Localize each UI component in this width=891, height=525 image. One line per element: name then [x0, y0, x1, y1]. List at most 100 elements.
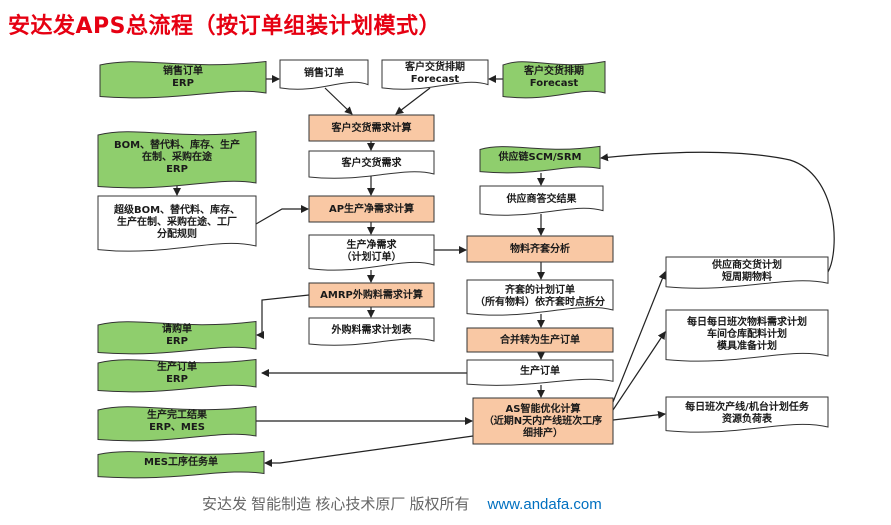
- node-shape: [472, 397, 614, 445]
- arrow-as-to-daily-plan: [612, 331, 666, 411]
- node-label: 每日每日班次物料需求计划: [687, 315, 807, 328]
- node-shape: [97, 195, 257, 252]
- node-shape: [97, 130, 257, 189]
- arrow-as-to-line-task: [612, 410, 666, 421]
- node-label: 分配规则: [157, 227, 197, 240]
- node-shape: [502, 60, 606, 99]
- node-shape: [665, 309, 829, 362]
- footer-copyright: 安达发 智能制造 核心技术原厂 版权所有: [202, 496, 470, 513]
- node-purchase-plan: 外购料需求计划表: [308, 317, 435, 346]
- node-label: 客户交货需求: [341, 156, 403, 169]
- node-label: ERP、MES: [149, 422, 205, 433]
- node-label: 客户交货需求计算: [331, 121, 412, 134]
- node-shape: [308, 150, 435, 179]
- node-kit-orders: 齐套的计划订单（所有物料）依齐套时点拆分: [466, 279, 614, 316]
- arrow-as-to-supplier-plan: [612, 271, 667, 403]
- node-shape: [466, 235, 614, 263]
- node-label: ERP: [172, 78, 194, 89]
- node-label: 客户交货排期: [404, 60, 465, 73]
- node-shape: [97, 450, 265, 479]
- node-shape: [99, 60, 267, 99]
- node-label: 合并转为生产订单: [499, 333, 580, 346]
- arrow-forecast-to-calc: [395, 87, 431, 115]
- node-shape: [466, 279, 614, 316]
- arrow-superbom-to-ap: [255, 205, 309, 225]
- node-prod-order: 生产订单: [466, 359, 614, 386]
- node-label: 生产在制、采购在途、工厂: [117, 215, 237, 228]
- node-customer-demand: 客户交货需求: [308, 150, 435, 179]
- node-shape: [665, 396, 829, 433]
- node-shape: [279, 59, 369, 90]
- node-shape: [308, 114, 435, 142]
- node-shape: [466, 359, 614, 386]
- page-title: 安达发APS总流程（按订单组装计划模式）: [8, 14, 441, 39]
- node-label: 销售订单: [163, 64, 203, 77]
- node-sales-order: 销售订单: [279, 59, 369, 90]
- node-label: 细排产）: [523, 426, 563, 439]
- node-label: ERP: [166, 374, 188, 385]
- footer: 安达发 智能制造 核心技术原厂 版权所有 www.andafa.com: [202, 493, 602, 514]
- node-supply-srm: 供应链SCM/SRM: [479, 145, 601, 174]
- node-label: AS智能优化计算: [506, 402, 581, 415]
- node-shape: [479, 185, 604, 216]
- node-merge-order: 合并转为生产订单: [466, 327, 614, 353]
- node-ap-calc: AP生产净需求计算: [308, 195, 435, 223]
- node-shape: [97, 405, 257, 442]
- node-label: 齐套的计划订单: [505, 283, 575, 296]
- node-shape: [479, 145, 601, 174]
- node-label: Forecast: [411, 74, 460, 85]
- node-label: 每日班次产线/机台计划任务: [685, 400, 810, 413]
- footer-url-link[interactable]: www.andafa.com: [487, 496, 602, 513]
- arrow-as-to-mes: [264, 435, 474, 467]
- node-label: 生产订单: [520, 364, 560, 377]
- node-shape: [381, 59, 489, 90]
- node-label: （所有物料）依齐套时点拆分: [475, 295, 605, 308]
- node-label: 车间仓库配料计划: [707, 327, 787, 340]
- node-label: 超级BOM、替代料、库存、: [113, 203, 240, 216]
- node-shape: [308, 234, 435, 271]
- node-label: MES工序任务单: [144, 455, 218, 468]
- node-label: Forecast: [530, 78, 579, 89]
- node-label: 模具准备计划: [717, 339, 777, 352]
- node-label: 供应链SCM/SRM: [498, 150, 582, 163]
- node-label: AMRP外购料需求计算: [320, 288, 423, 301]
- node-label: BOM、替代料、库存、生产: [114, 138, 240, 151]
- node-shape: [308, 317, 435, 346]
- node-label: 在制、采购在途: [142, 150, 213, 163]
- node-shape: [308, 282, 435, 308]
- node-shape: [466, 327, 614, 353]
- node-label: 生产净需求: [347, 238, 398, 251]
- node-label: （计划订单）: [342, 250, 402, 263]
- node-supplier-result: 供应商答交结果: [479, 185, 604, 216]
- node-label: 供应商交货计划: [711, 258, 782, 271]
- node-shape: [97, 358, 257, 393]
- node-label: AP生产净需求计算: [329, 202, 414, 215]
- node-calc-customer: 客户交货需求计算: [308, 114, 435, 142]
- node-shape: [308, 195, 435, 223]
- arrow-sales-to-calc: [324, 87, 353, 115]
- node-label: 生产完工结果: [147, 408, 208, 421]
- node-label: 请购单: [162, 322, 192, 335]
- node-label: ERP: [166, 336, 188, 347]
- node-label: 生产订单: [157, 360, 197, 373]
- node-mes-task: MES工序任务单: [97, 450, 265, 479]
- node-label: 客户交货排期: [523, 64, 584, 77]
- node-label: 外购料需求计划表: [331, 323, 413, 336]
- arrow-amrp-to-purchase: [256, 294, 310, 339]
- arrow-supplier-plan-to-srm: [600, 151, 835, 273]
- node-label: 供应商答交结果: [506, 192, 578, 205]
- node-label: 短周期物料: [722, 270, 772, 283]
- node-amrp-calc: AMRP外购料需求计算: [308, 282, 435, 308]
